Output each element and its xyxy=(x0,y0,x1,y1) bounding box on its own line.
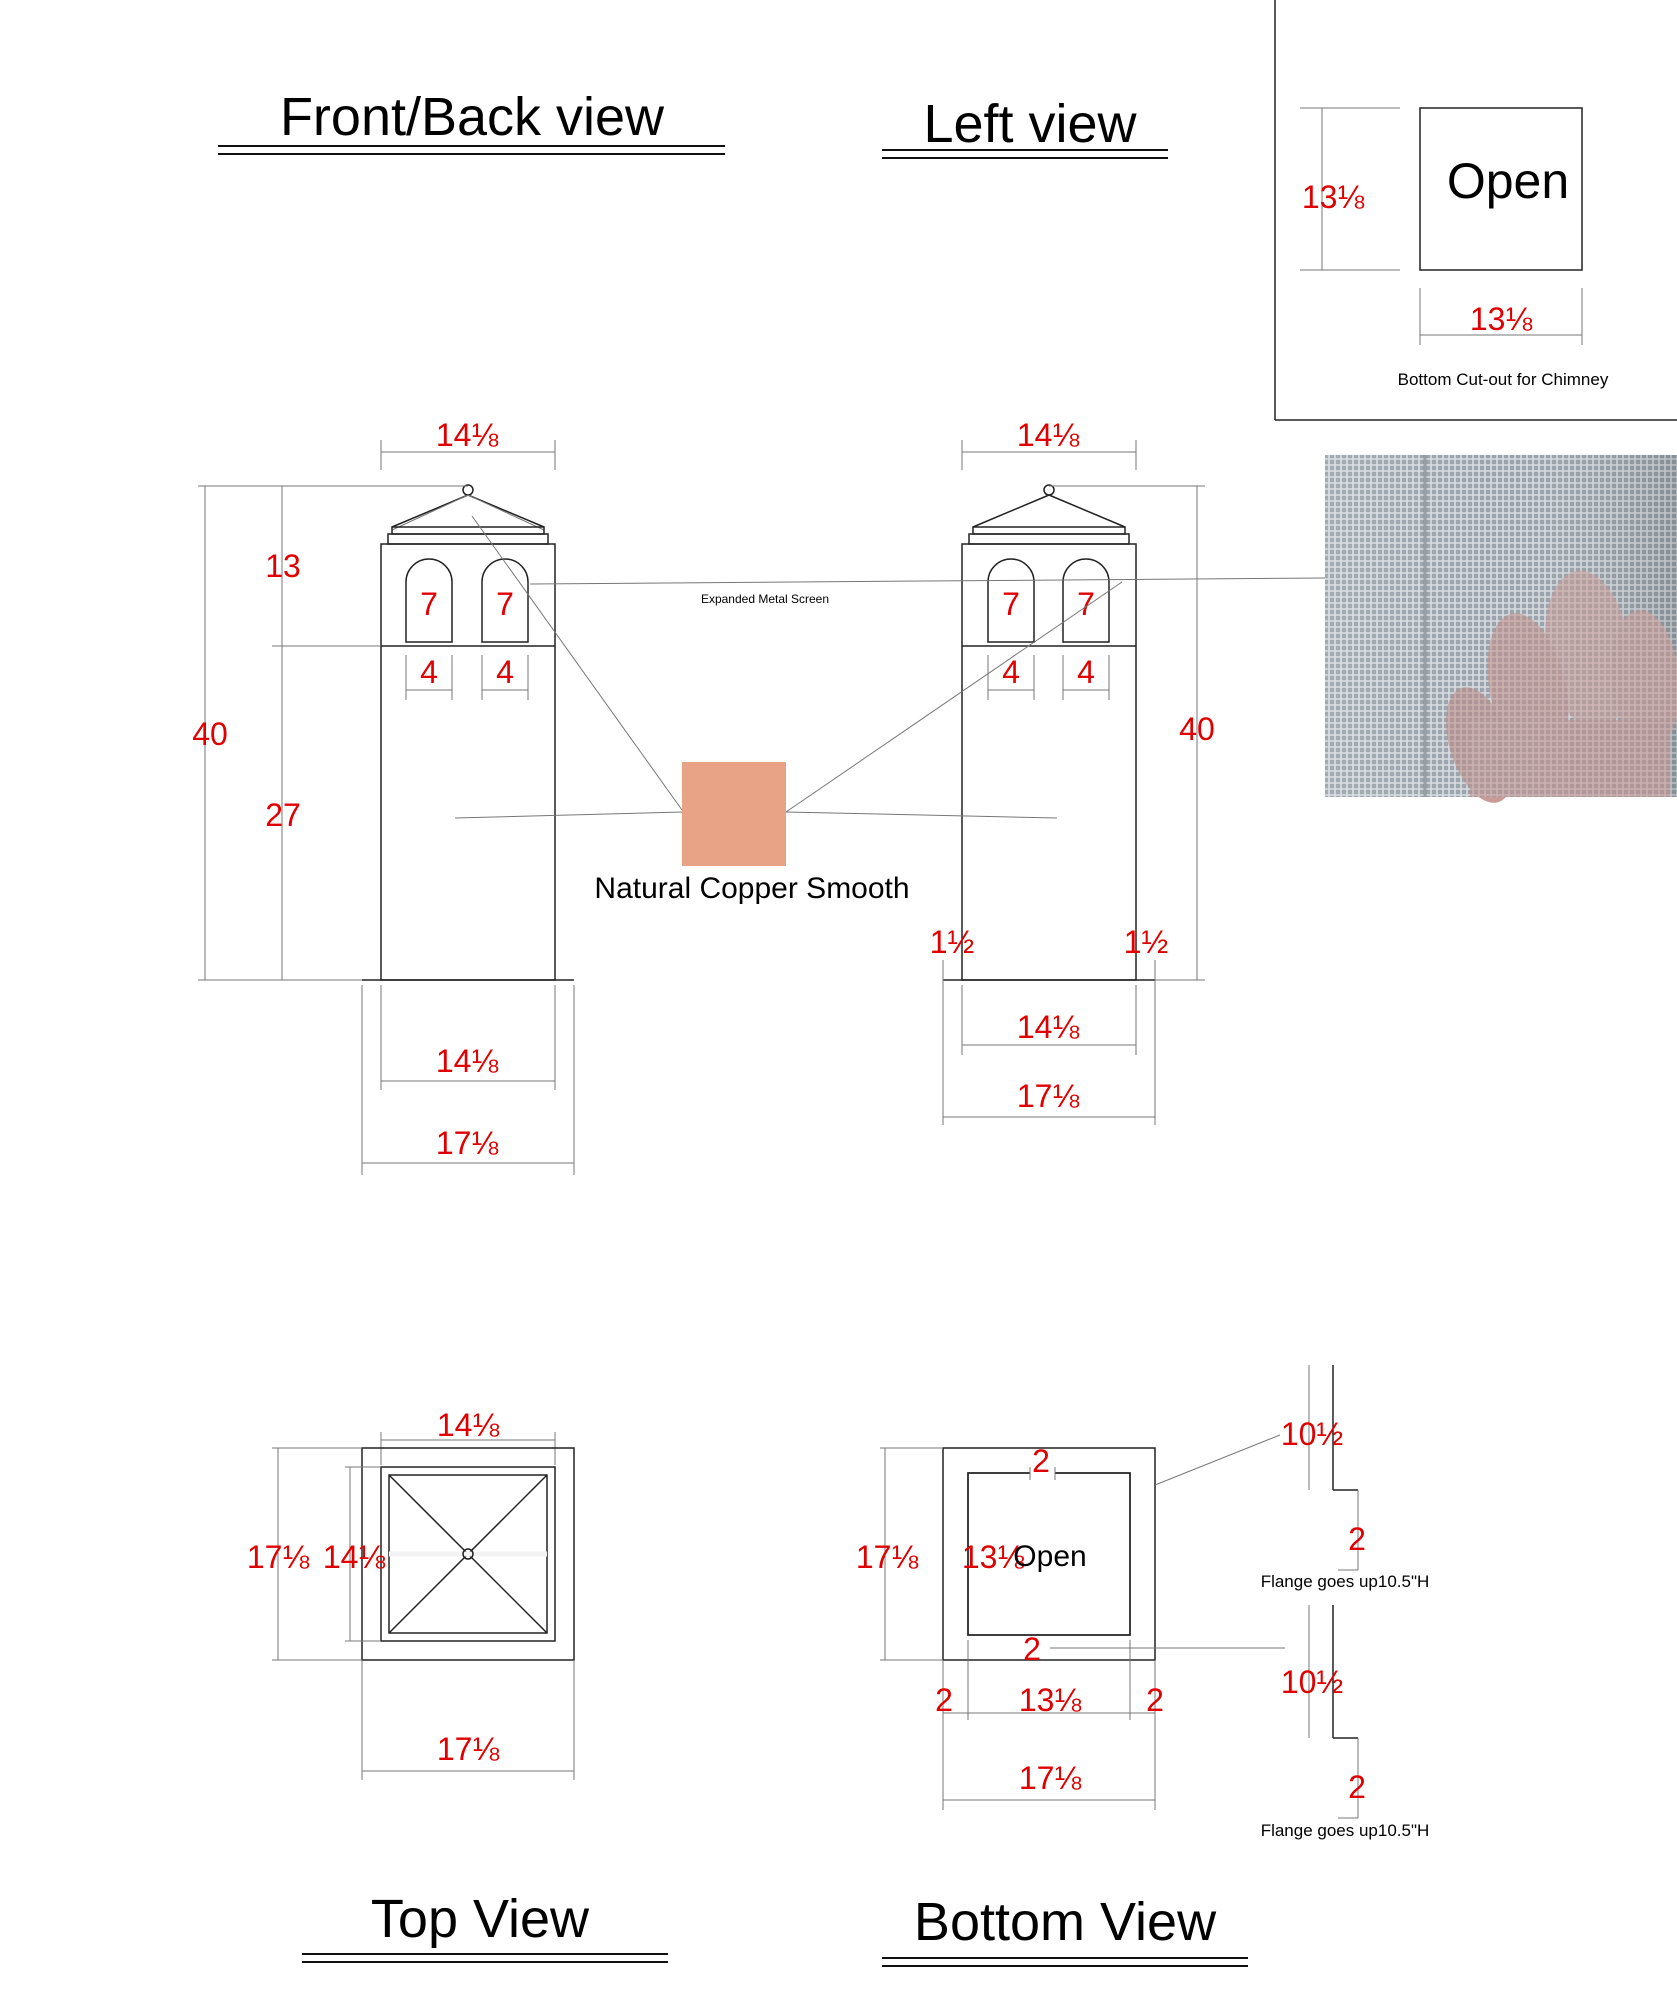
left-flange-width-dim: 17⅛ xyxy=(1017,1078,1080,1114)
cutout-caption: Bottom Cut-out for Chimney xyxy=(1398,370,1609,389)
title-top: Top View xyxy=(302,1889,668,1963)
top-outer-square xyxy=(361,1447,575,1661)
flange-1-lip: 2 xyxy=(1348,1521,1366,1557)
front-top-width-dim: 14⅛ xyxy=(436,417,499,453)
left-base-width-dim: 14⅛ xyxy=(1017,1009,1080,1045)
top-outer-height-dim: 17⅛ xyxy=(247,1539,310,1575)
front-lower-height-dim: 27 xyxy=(265,797,301,833)
cutout-height-dim: 13⅛ xyxy=(1302,179,1365,215)
material-callouts: Expanded Metal Screen Natural Copper Smo… xyxy=(454,515,1326,905)
cutout-square xyxy=(1419,107,1583,271)
flange-2-caption: Flange goes up10.5"H xyxy=(1261,1821,1430,1840)
top-view: 14⅛ 17⅛ 14⅛ 17⅛ xyxy=(247,1407,575,1780)
left-arch-height-2: 7 xyxy=(1077,586,1095,622)
title-bottom-text: Bottom View xyxy=(914,1892,1217,1952)
cutout-open-label: Open xyxy=(1447,153,1569,209)
title-left: Left view xyxy=(882,94,1168,159)
bottom-outer-height-dim: 17⅛ xyxy=(856,1539,919,1575)
front-body xyxy=(380,543,556,981)
flange-1-height: 10½ xyxy=(1281,1416,1343,1452)
front-total-height-dim: 40 xyxy=(192,716,228,752)
flange-1-caption: Flange goes up10.5"H xyxy=(1261,1572,1430,1591)
bottom-inner-width-dim: 13⅛ xyxy=(1019,1682,1082,1718)
left-arch-height-1: 7 xyxy=(1002,586,1020,622)
flange-detail-1: 10½ 2 Flange goes up10.5"H xyxy=(1261,1365,1430,1591)
front-flange-width-dim: 17⅛ xyxy=(436,1125,499,1161)
front-arch-right xyxy=(481,558,529,643)
left-top-width-dim: 14⅛ xyxy=(1017,417,1080,453)
front-base-width-dim: 14⅛ xyxy=(436,1043,499,1079)
metal-screen-photo xyxy=(1325,455,1677,803)
left-arch-left xyxy=(987,558,1035,643)
front-roof xyxy=(387,484,549,545)
front-view: 14⅛ 7 7 4 4 40 xyxy=(192,417,575,1175)
left-roof xyxy=(968,484,1130,545)
top-outer-width-dim: 17⅛ xyxy=(437,1731,500,1767)
front-arch-left xyxy=(405,558,453,643)
title-front-back-text: Front/Back view xyxy=(280,87,665,147)
left-flange-right-dim: 1½ xyxy=(1124,924,1168,960)
bottom-left-margin-dim: 2 xyxy=(935,1682,953,1718)
screen-label: Expanded Metal Screen xyxy=(701,592,829,606)
bottom-right-margin-dim: 2 xyxy=(1146,1682,1164,1718)
left-arch-width-2: 4 xyxy=(1077,654,1095,690)
title-front-back: Front/Back view xyxy=(218,87,725,155)
copper-label: Natural Copper Smooth xyxy=(594,872,909,905)
left-view: 14⅛ 7 7 4 4 40 1½ 1½ xyxy=(930,417,1215,1125)
bottom-outer-width-dim: 17⅛ xyxy=(1019,1760,1082,1796)
front-arch-width-2: 4 xyxy=(496,654,514,690)
bottom-open-label: Open xyxy=(1013,1540,1086,1573)
cutout-panel: Open 13⅛ 13⅛ Bottom Cut-out for Chimney xyxy=(1274,0,1677,421)
top-inner-width-dim: 14⅛ xyxy=(437,1407,500,1443)
left-flange-left-dim: 1½ xyxy=(930,924,974,960)
flange-2-height: 10½ xyxy=(1281,1664,1343,1700)
bottom-top-margin-dim: 2 xyxy=(1032,1443,1050,1479)
bottom-inner-height-dim: 13⅛ xyxy=(962,1539,1025,1575)
left-total-height-dim: 40 xyxy=(1179,711,1215,747)
flange-2-lip: 2 xyxy=(1348,1769,1366,1805)
flange-detail-2: 10½ 2 Flange goes up10.5"H xyxy=(1261,1605,1430,1840)
front-arch-height-2: 7 xyxy=(496,586,514,622)
front-upper-height-dim: 13 xyxy=(265,548,301,584)
top-inner-height-dim: 14⅛ xyxy=(323,1539,386,1575)
bottom-bottom-margin-dim: 2 xyxy=(1023,1631,1041,1667)
left-arch-right xyxy=(1062,558,1110,643)
left-arch-width-1: 4 xyxy=(1002,654,1020,690)
title-bottom: Bottom View xyxy=(882,1892,1248,1967)
front-arch-width-1: 4 xyxy=(420,654,438,690)
copper-swatch xyxy=(682,762,786,866)
title-top-text: Top View xyxy=(371,1889,590,1949)
front-arch-height-1: 7 xyxy=(420,586,438,622)
title-left-text: Left view xyxy=(923,94,1137,154)
cutout-width-dim: 13⅛ xyxy=(1470,301,1533,337)
bottom-view: 2 17⅛ 13⅛ Open 2 2 13⅛ 2 17⅛ xyxy=(856,1434,1285,1810)
